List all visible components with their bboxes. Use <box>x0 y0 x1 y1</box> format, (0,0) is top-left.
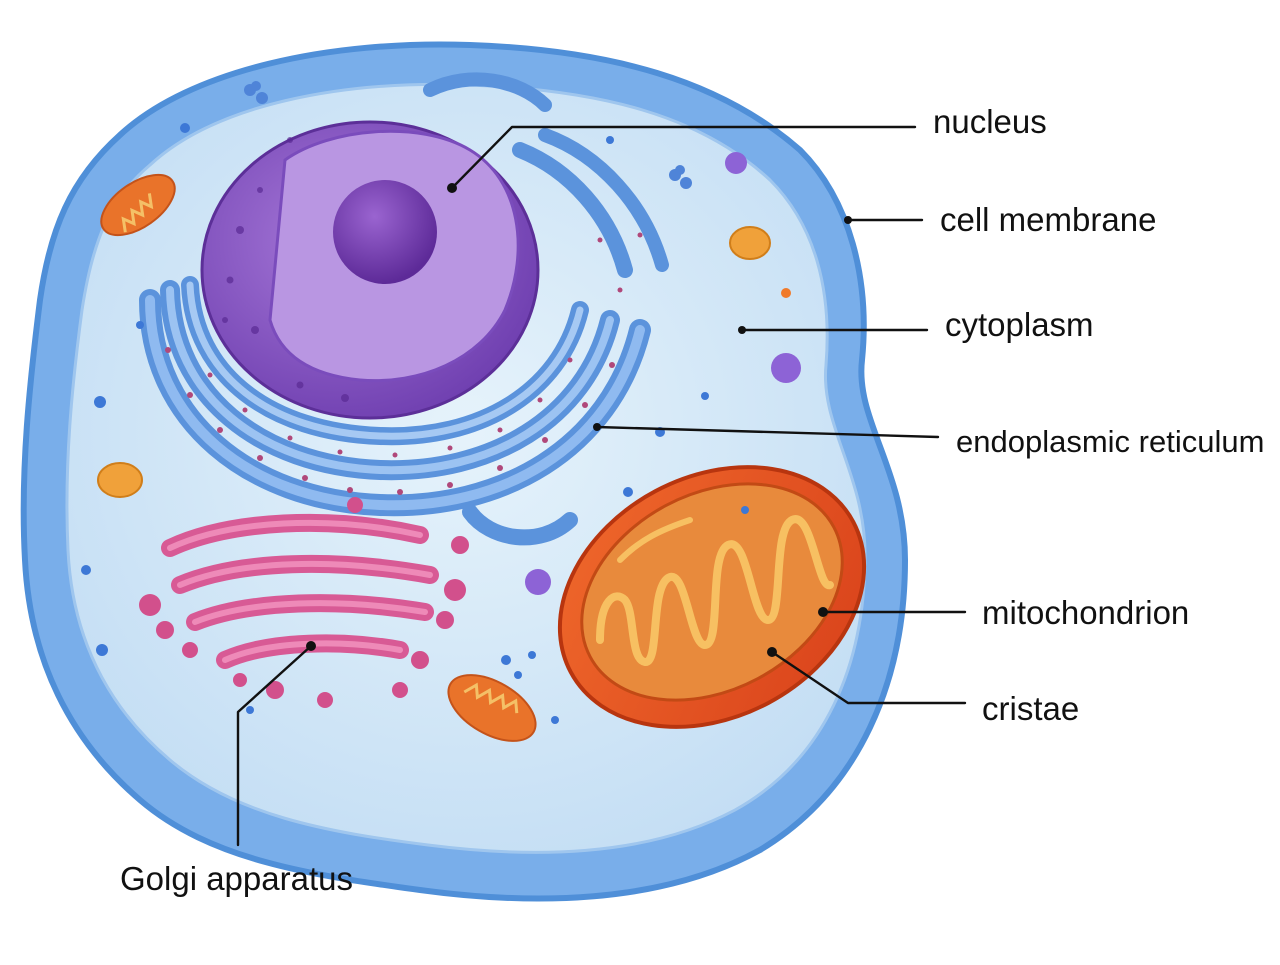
leader-dot-cristae <box>767 647 777 657</box>
leader-dot-cytoplasm <box>738 326 746 334</box>
labels: nucleus cell membrane cytoplasm endoplas… <box>120 103 1264 897</box>
leader-cristae <box>770 650 967 705</box>
cristae-shape <box>596 515 834 666</box>
golgi-vesicles <box>139 497 469 708</box>
leader-nucleus <box>450 125 917 190</box>
label-cristae: cristae <box>982 690 1079 727</box>
label-golgi-apparatus: Golgi apparatus <box>120 860 353 897</box>
leader-golgi-apparatus <box>236 644 313 847</box>
small-mitochondrion-top <box>100 173 176 237</box>
ribosome-dots <box>165 232 643 495</box>
label-endoplasmic-reticulum: endoplasmic reticulum <box>956 424 1264 459</box>
small-mitochondrion-bottom <box>447 674 537 742</box>
endoplasmic-reticulum-shape <box>139 72 669 546</box>
label-cell-membrane: cell membrane <box>940 201 1156 238</box>
label-cytoplasm: cytoplasm <box>945 306 1094 343</box>
leader-dot-nucleus <box>447 183 457 193</box>
leader-endoplasmic-reticulum <box>595 425 940 439</box>
leader-dot-endoplasmic-reticulum <box>593 423 601 431</box>
label-nucleus: nucleus <box>933 103 1047 140</box>
leader-dot-cell-membrane <box>844 216 852 224</box>
leader-dot-mitochondrion <box>818 607 828 617</box>
label-mitochondrion: mitochondrion <box>982 594 1189 631</box>
leader-lines <box>236 125 967 847</box>
nucleus-shape <box>200 120 540 420</box>
leader-dot-golgi-apparatus <box>306 641 316 651</box>
